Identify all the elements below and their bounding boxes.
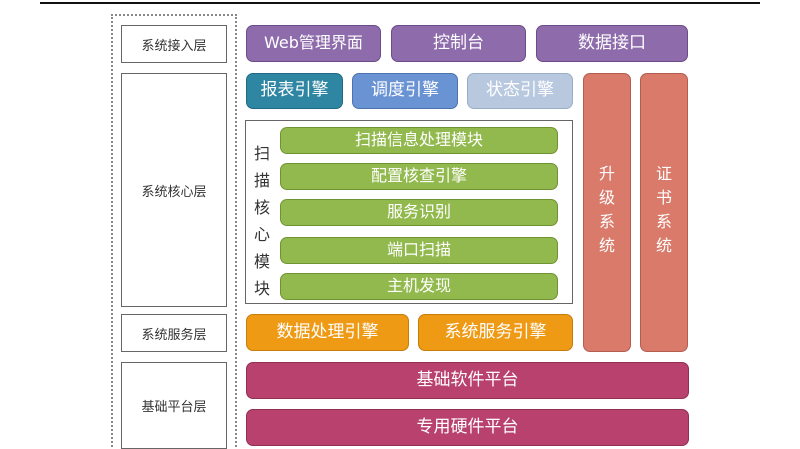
- upgrade-system-column: 升 级 系 统: [583, 73, 631, 352]
- scan-module-box: 服务识别: [280, 199, 558, 226]
- scan-core-label-char: 模: [253, 252, 270, 271]
- report-engine-box: 报表引擎: [246, 73, 343, 109]
- scan-core-label: 扫 描 核 心 模 块: [251, 140, 273, 302]
- scan-core-label-char: 块: [253, 279, 270, 298]
- cert-system-char: 系: [655, 212, 672, 231]
- scan-module-box: 主机发现: [280, 273, 558, 300]
- web-admin-box: Web管理界面: [246, 25, 381, 62]
- cert-system-char: 书: [655, 188, 672, 207]
- cert-system-char: 证: [655, 164, 672, 183]
- top-dotted-border: [111, 14, 237, 16]
- upgrade-system-char: 升: [598, 164, 615, 183]
- scan-module-box: 端口扫描: [280, 237, 558, 264]
- top-rule: [40, 2, 760, 4]
- layer-platform: 基础平台层: [121, 362, 227, 449]
- upgrade-system-char: 系: [598, 212, 615, 231]
- cert-system-column: 证 书 系 统: [640, 73, 688, 352]
- dedicated-hardware-platform-box: 专用硬件平台: [246, 409, 689, 446]
- scan-core-label-char: 扫: [253, 144, 270, 163]
- upgrade-system-char: 级: [598, 188, 615, 207]
- scan-core-label-char: 心: [253, 225, 270, 244]
- layer-service: 系统服务层: [121, 314, 227, 352]
- scan-module-box: 扫描信息处理模块: [280, 127, 558, 154]
- left-dotted-border: [111, 14, 113, 447]
- right-dotted-border: [235, 14, 237, 447]
- scan-module-box: 配置核查引擎: [280, 163, 558, 190]
- scan-core-label-char: 描: [253, 171, 270, 190]
- layer-core: 系统核心层: [121, 73, 227, 307]
- data-processing-engine-box: 数据处理引擎: [246, 314, 409, 351]
- schedule-engine-box: 调度引擎: [352, 73, 458, 109]
- console-box: 控制台: [391, 25, 526, 62]
- upgrade-system-char: 统: [598, 236, 615, 255]
- cert-system-char: 统: [655, 236, 672, 255]
- status-engine-box: 状态引擎: [467, 73, 573, 109]
- data-interface-box: 数据接口: [536, 25, 688, 62]
- system-service-engine-box: 系统服务引擎: [418, 314, 573, 351]
- base-software-platform-box: 基础软件平台: [246, 362, 689, 399]
- scan-core-label-char: 核: [253, 198, 270, 217]
- layer-access: 系统接入层: [121, 25, 227, 63]
